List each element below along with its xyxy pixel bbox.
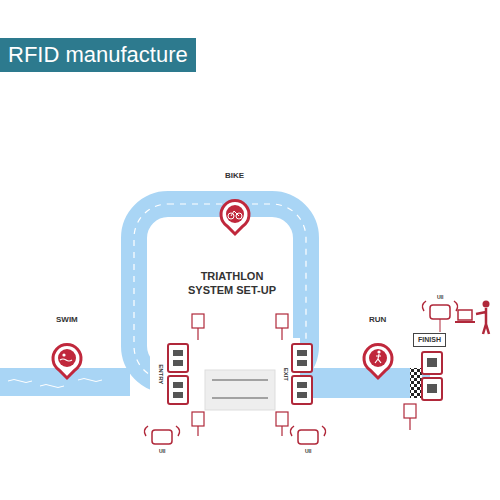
- device-label: UII: [159, 449, 165, 455]
- timing-post: [192, 314, 416, 436]
- rfid-reader: [168, 344, 442, 404]
- finish-line: [410, 368, 422, 398]
- title-banner: RFID manufacture: [0, 38, 196, 72]
- device-label: UII: [305, 449, 311, 455]
- uhf-reader-device: [144, 301, 457, 444]
- exit-label: EXIT: [282, 368, 289, 381]
- operator-laptop: [455, 301, 490, 335]
- stage-pin-label: SWIM: [56, 316, 78, 325]
- finish-box: FINISH: [413, 333, 446, 347]
- node-text: RUN: [369, 316, 386, 325]
- device-label: UII: [437, 295, 443, 301]
- node-text: SWIM: [56, 316, 78, 325]
- location-pin: [53, 201, 392, 378]
- node-text: BIKE: [225, 172, 244, 181]
- run-path: [300, 368, 430, 398]
- node-text: FINISH: [418, 336, 441, 344]
- stage-pin-label: BIKE: [225, 172, 244, 181]
- antenna-pad: [173, 350, 437, 398]
- system-heading: TRIATHLON SYSTEM SET-UP: [187, 270, 277, 298]
- entry-label: ENTRY: [158, 364, 165, 384]
- stage-pin-label: RUN: [369, 316, 386, 325]
